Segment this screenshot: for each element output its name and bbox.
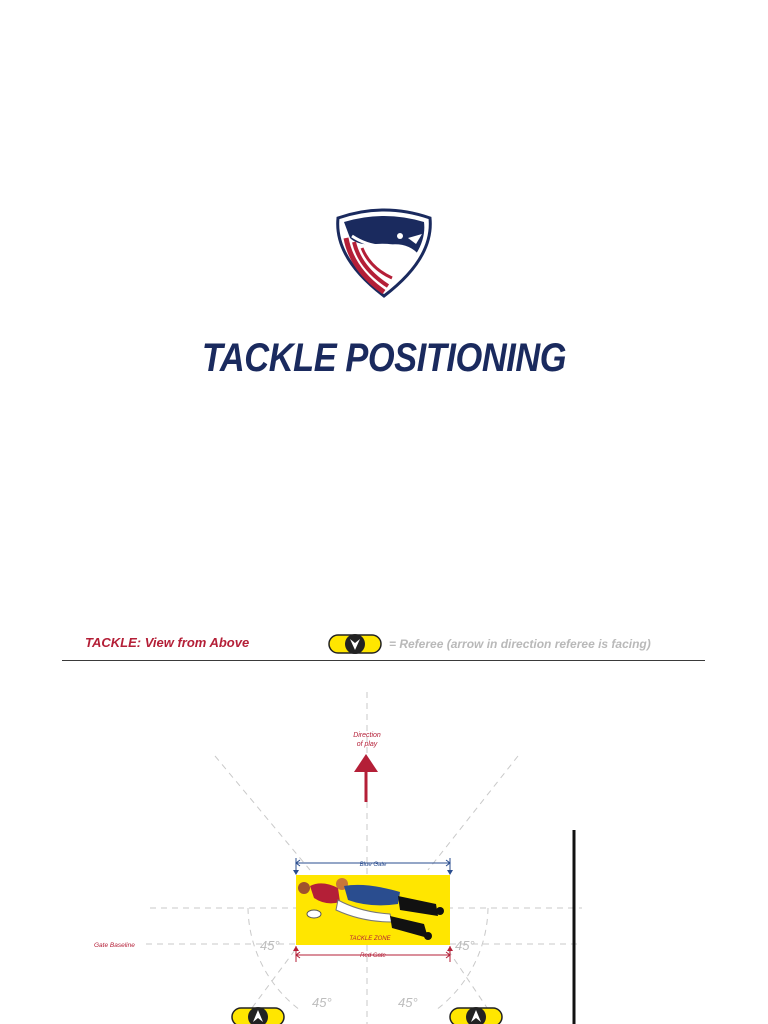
angle-arc-right	[435, 907, 489, 1011]
diagonal-guide-right	[427, 755, 519, 871]
red-gate-marker	[293, 946, 453, 962]
direction-arrow-icon	[354, 754, 378, 802]
angle-label-bottom-right: 45°	[398, 995, 418, 1010]
direction-label-2: of play	[357, 741, 378, 748]
tackle-zone-label: TACKLE ZONE	[349, 936, 391, 942]
referee-icon	[449, 1007, 503, 1024]
referee-icon	[328, 634, 382, 654]
blue-gate-label: Blue Gate	[360, 862, 387, 868]
blue-gate-marker	[293, 858, 453, 875]
diagonal-guide-bottom-right	[447, 949, 499, 1024]
angle-label-bottom-left: 45°	[312, 995, 332, 1010]
red-gate-label: Red Gate	[360, 953, 386, 959]
eagle-shield-logo-icon	[336, 208, 432, 298]
section-divider	[62, 660, 705, 661]
gate-baseline-label: Gate Baseline	[94, 942, 135, 949]
tackling-players	[298, 878, 444, 940]
angle-arc-left	[247, 907, 301, 1011]
diagonal-guide-bottom-left	[239, 949, 296, 1024]
direction-label-1: Direction	[353, 732, 381, 739]
section-title: TACKLE: View from Above	[85, 635, 250, 650]
angle-label-right: 45°	[455, 938, 475, 953]
page-title: TACKLE POSITIONING	[201, 336, 567, 380]
diagonal-guide-left	[214, 755, 311, 871]
angle-label-left: 45°	[260, 938, 280, 953]
legend-text: = Referee (arrow in direction referee is…	[389, 637, 651, 651]
tackle-diagram: Direction of play Blue Gate TACKLE ZONE	[94, 692, 582, 1024]
referee-icon	[231, 1007, 285, 1024]
